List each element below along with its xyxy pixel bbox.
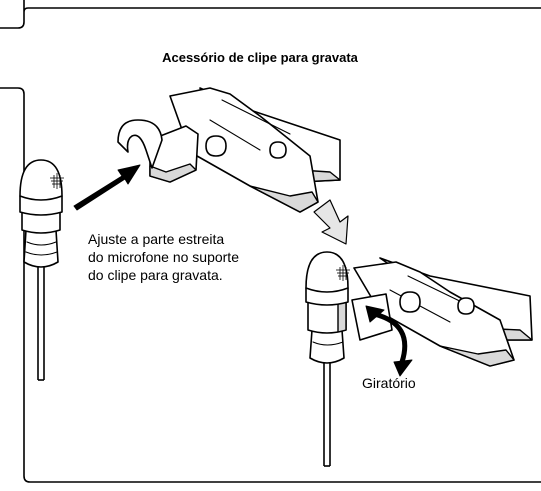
tie-clip-top (117, 87, 341, 213)
mesh-pattern (50, 173, 64, 189)
microphone-right (305, 251, 350, 467)
solid-arrow-icon (73, 164, 141, 211)
curved-double-arrow-icon (365, 305, 413, 377)
microphone-left (19, 159, 64, 381)
tie-clip-bottom (351, 257, 533, 367)
rotation-label: Giratório (362, 375, 416, 391)
instruction-line-3: do clipe para gravata. (88, 267, 223, 283)
instruction-line-2: do microfone no suporte (88, 249, 239, 265)
instruction-line-1: Ajuste a parte estreita (88, 231, 224, 247)
diagram-frame (0, 0, 541, 29)
mesh-pattern (336, 265, 350, 281)
diagram-frame-lower (0, 87, 541, 483)
hollow-down-arrow-icon (313, 199, 349, 245)
diagram-title: Acessório de clipe para gravata (162, 50, 359, 65)
